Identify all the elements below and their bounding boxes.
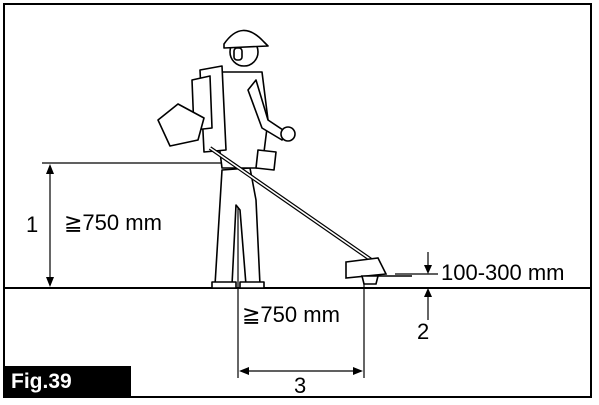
callout-3: 3 bbox=[294, 373, 307, 398]
callout-1: 1 bbox=[26, 212, 39, 237]
helmet bbox=[223, 29, 269, 49]
ground-clearance-value-label: 100-300 mm bbox=[441, 260, 565, 285]
battery-pack bbox=[157, 103, 205, 147]
callout-2: 2 bbox=[417, 319, 430, 344]
figure-tag: Fig.39 bbox=[3, 366, 131, 398]
trimmer-head bbox=[345, 257, 412, 285]
clearance-dimension-arrows bbox=[424, 252, 432, 308]
height-dimension-arrow bbox=[46, 164, 54, 287]
operator-arm bbox=[247, 79, 287, 141]
distance-value-label: ≧750 mm bbox=[242, 302, 340, 327]
height-value-label: ≧750 mm bbox=[64, 210, 162, 235]
figure-frame bbox=[3, 3, 592, 398]
handle-grip bbox=[280, 126, 296, 142]
operator-figure bbox=[157, 29, 296, 289]
control-handle bbox=[255, 149, 277, 171]
operator-feet bbox=[211, 281, 265, 289]
ear-muff bbox=[233, 47, 243, 61]
trimmer-shaft-inner bbox=[209, 147, 381, 267]
distance-dimension-arrow bbox=[239, 367, 363, 375]
